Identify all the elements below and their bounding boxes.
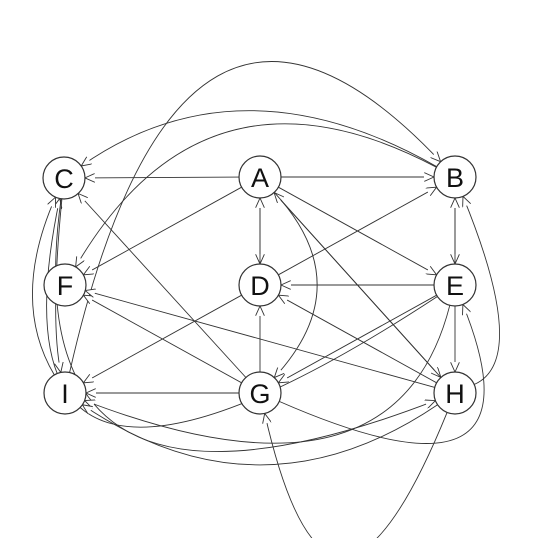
- node-d: D: [238, 263, 282, 307]
- edge-e-to-i: [85, 305, 451, 444]
- edge-g-to-e: [279, 305, 485, 444]
- node-circle: [43, 371, 87, 415]
- node-label: F: [57, 271, 74, 301]
- edge-g-to-f: [83, 295, 242, 384]
- edge-layer: [32, 61, 500, 538]
- node-g: G: [238, 371, 282, 415]
- edge-h-to-f: [85, 291, 435, 388]
- node-c: C: [42, 156, 86, 200]
- edge-e-to-g: [278, 294, 437, 383]
- node-circle: [43, 263, 87, 307]
- node-label: C: [54, 164, 74, 194]
- edge-i-to-b: [69, 61, 441, 373]
- edge-a-to-f: [83, 186, 242, 275]
- node-h: H: [433, 371, 477, 415]
- node-label: I: [61, 379, 69, 409]
- edge-c-to-h: [55, 198, 436, 452]
- node-layer: A B C D E F G H I: [42, 155, 477, 415]
- node-b: B: [433, 155, 477, 199]
- node-circle: [433, 155, 477, 199]
- edge-b-to-c: [81, 110, 437, 167]
- node-circle: [238, 155, 282, 199]
- node-label: G: [249, 379, 270, 409]
- node-circle: [238, 371, 282, 415]
- node-label: H: [445, 379, 465, 409]
- node-label: E: [446, 271, 464, 301]
- edge-h-to-b: [463, 196, 500, 385]
- edge-g-to-c: [78, 194, 247, 378]
- edge-i-to-c: [32, 197, 55, 376]
- node-label: A: [251, 163, 269, 193]
- edge-e-to-c: [46, 199, 438, 428]
- edge-b-to-f: [76, 123, 437, 267]
- node-a: A: [238, 155, 282, 199]
- node-circle: [238, 263, 282, 307]
- node-circle: [433, 263, 477, 307]
- node-i: I: [43, 371, 87, 415]
- node-e: E: [433, 263, 477, 307]
- edge-a-to-c: [85, 177, 240, 178]
- node-circle: [42, 156, 86, 200]
- edge-h-to-i: [82, 405, 438, 466]
- node-label: B: [446, 163, 464, 193]
- node-circle: [433, 371, 477, 415]
- node-label: D: [250, 271, 270, 301]
- edge-d-to-b: [278, 187, 436, 276]
- node-f: F: [43, 263, 87, 307]
- edge-h-to-g: [265, 412, 448, 538]
